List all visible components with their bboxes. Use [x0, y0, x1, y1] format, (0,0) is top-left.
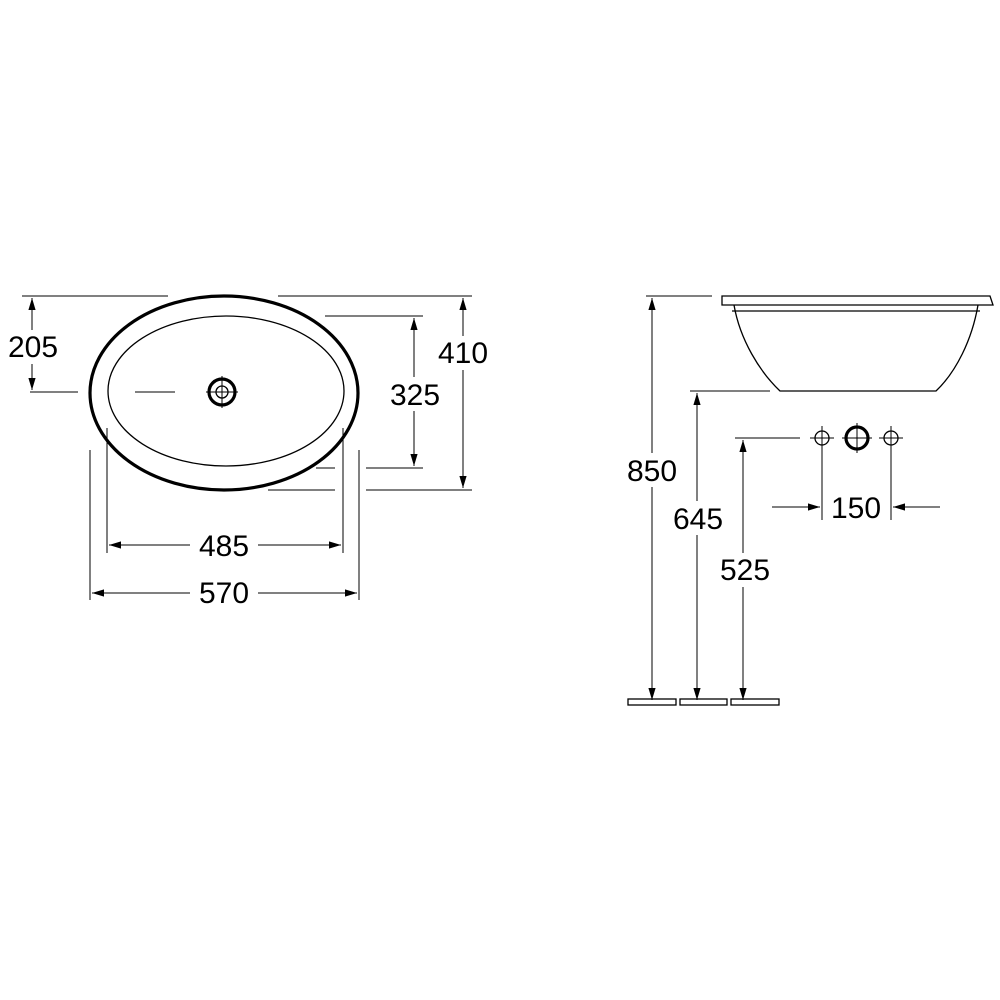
basin-outer-rim	[88, 294, 360, 492]
dim-label-205: 205	[8, 331, 58, 364]
floor-marker-1	[627, 698, 677, 706]
dim-label-850: 850	[627, 455, 677, 488]
plan-view: 205 325 410 485 570	[2, 294, 494, 610]
tap-hole-center-icon	[842, 423, 872, 453]
side-view: 150 850 645 525	[622, 295, 994, 706]
dim-label-150: 150	[831, 492, 881, 525]
floor-marker-2	[679, 698, 728, 706]
dim-label-410: 410	[438, 337, 488, 370]
tap-hole-left-icon	[810, 426, 834, 450]
floor-marker-3	[730, 698, 780, 706]
dim-label-525: 525	[720, 554, 770, 587]
drain-icon	[206, 376, 238, 408]
dim-label-570: 570	[199, 577, 249, 610]
basin-inner-bowl	[107, 315, 345, 467]
dim-label-485: 485	[199, 530, 249, 563]
dim-label-645: 645	[673, 503, 723, 536]
basin-rim-profile	[721, 295, 994, 306]
basin-bowl-profile	[733, 304, 979, 392]
dim-label-325: 325	[390, 379, 440, 412]
tap-hole-right-icon	[879, 426, 903, 450]
